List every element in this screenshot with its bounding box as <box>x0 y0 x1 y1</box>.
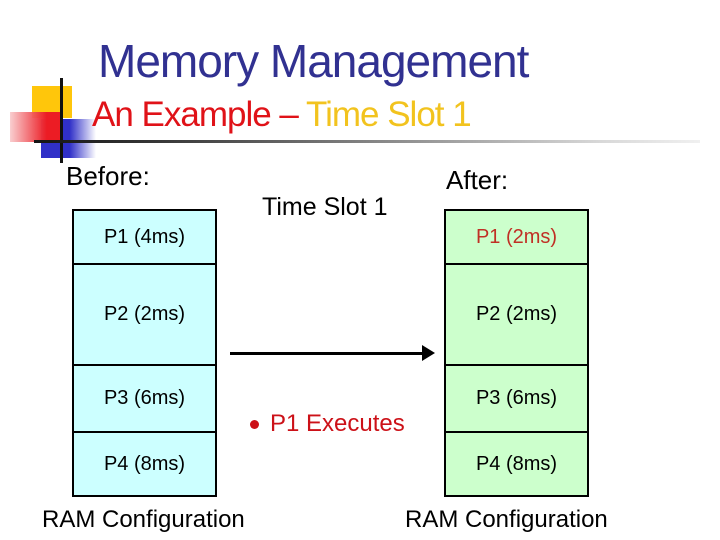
subtitle-example-text: An Example – <box>92 95 306 134</box>
before-ram-row-p1: P1 (4ms) <box>74 211 215 265</box>
after-ram-row-p4: P4 (8ms) <box>475 452 558 475</box>
slide-subtitle: An Example – Time Slot 1 <box>92 95 472 135</box>
arrow-line <box>230 352 424 355</box>
ram-caption-before: RAM Configuration <box>42 506 245 533</box>
before-label: Before: <box>66 161 150 191</box>
bullet-dot-icon <box>250 419 259 429</box>
after-ram-row-p3: P3 (6ms) <box>446 366 587 433</box>
after-ram-table: P1 (2ms) P2 (2ms) P3 (6ms) P4 (8ms) <box>444 209 589 497</box>
subtitle-timeslot-text: Time Slot 1 <box>306 95 472 134</box>
execute-bullet-item: P1 Executes <box>250 410 405 438</box>
timeslot-heading: Time Slot 1 <box>262 193 388 221</box>
after-ram-row-p1: P1 (2ms) <box>446 211 587 265</box>
before-ram-row-p2: P2 (2ms) <box>74 265 215 366</box>
after-ram-row-p2: P2 (2ms) <box>446 265 587 366</box>
before-ram-row-p3: P3 (6ms) <box>74 366 215 433</box>
transition-arrow <box>230 344 435 362</box>
execute-bullet-label: P1 Executes <box>270 410 405 437</box>
before-ram-row-p4: P4 (8ms) <box>103 452 186 475</box>
decoration-red-square <box>10 112 61 142</box>
slide-title: Memory Management <box>98 35 529 87</box>
title-divider-rule <box>34 140 700 143</box>
decoration-crosshair-vline <box>60 78 63 163</box>
before-ram-table: P1 (4ms) P2 (2ms) P3 (6ms) P4 (8ms) <box>72 209 217 497</box>
arrow-head-icon <box>422 345 435 361</box>
ram-caption-after: RAM Configuration <box>405 506 608 533</box>
after-label: After: <box>446 165 509 195</box>
